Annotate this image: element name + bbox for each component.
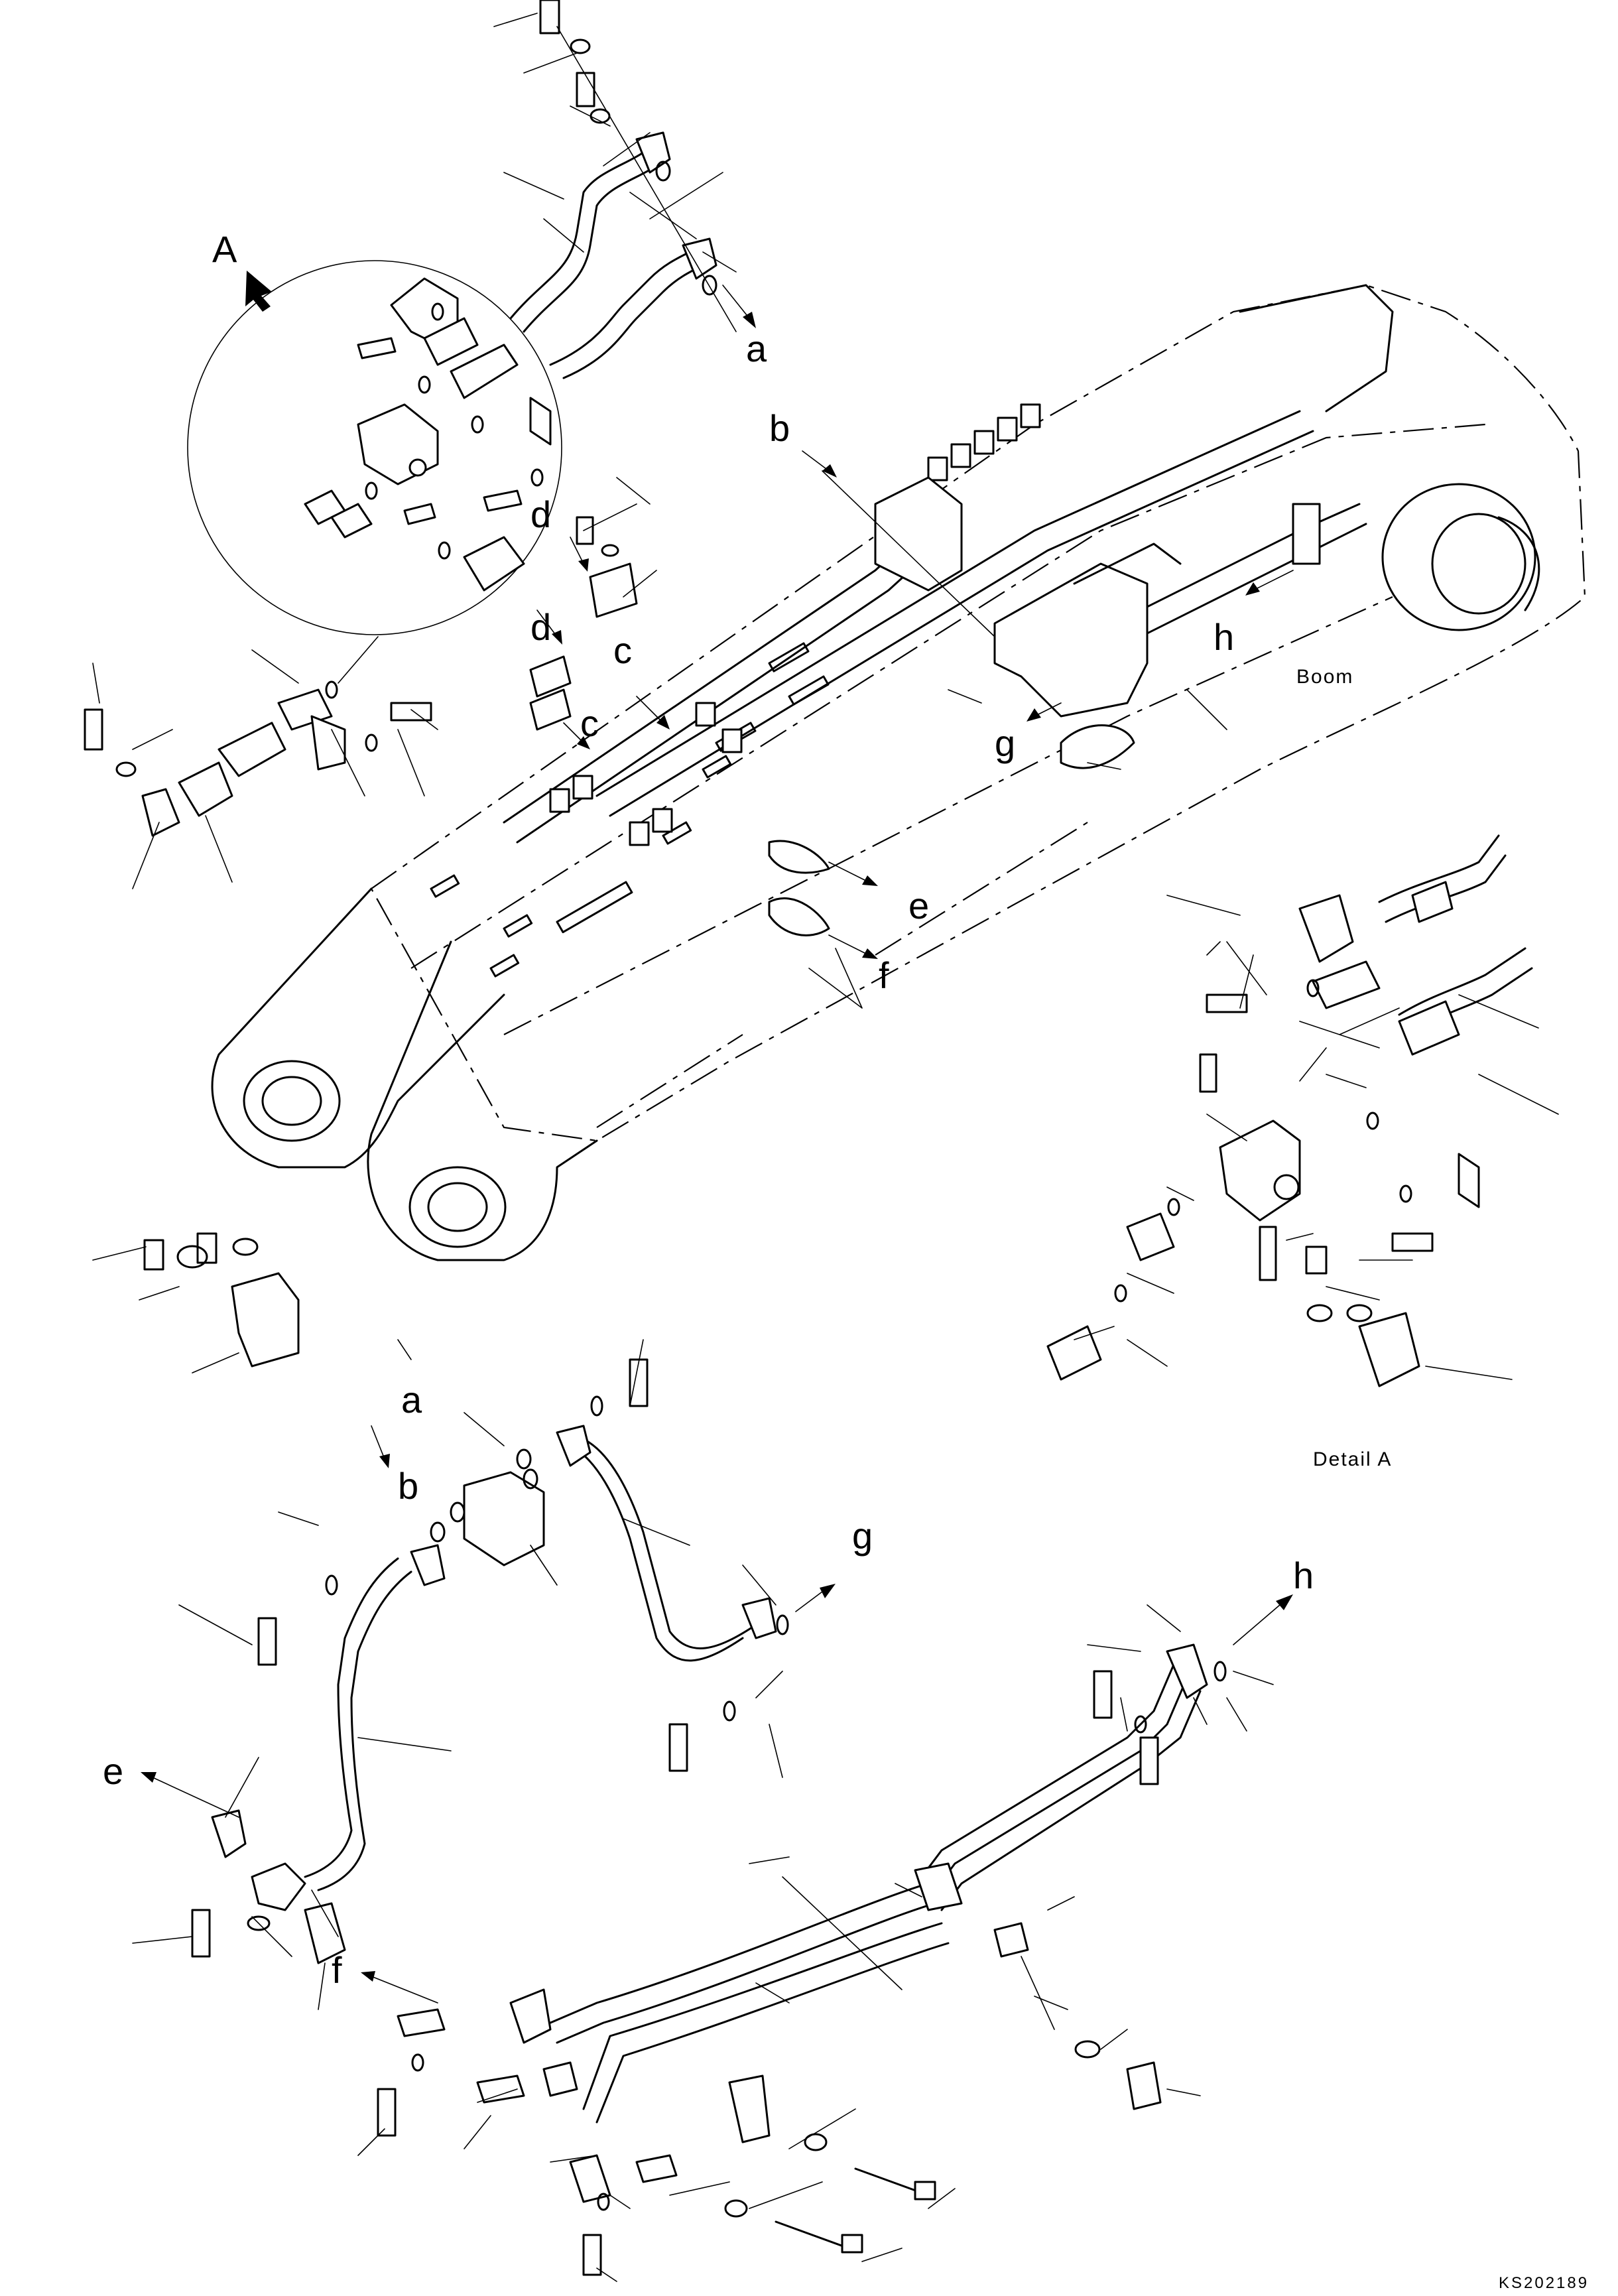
upper-pipes bbox=[509, 0, 995, 637]
section-letter-g: g bbox=[995, 722, 1015, 764]
section-letter-e: e bbox=[908, 885, 929, 926]
section-letter-g: g bbox=[852, 1515, 873, 1557]
leader-lines bbox=[92, 13, 1559, 2282]
drawing-code: KS202189 bbox=[1499, 2274, 1589, 2292]
clamp-parts bbox=[529, 516, 638, 731]
section-letter-d: d bbox=[530, 606, 551, 648]
section-letter-c: c bbox=[580, 702, 599, 744]
lower-assembly bbox=[143, 1232, 1227, 2276]
boom-hoses bbox=[503, 403, 1367, 936]
detail-a-caption: Detail A bbox=[1313, 1448, 1392, 1470]
detail-pointer-label: A bbox=[212, 228, 237, 270]
section-letter-f: f bbox=[332, 1949, 342, 1991]
section-letter-d: d bbox=[530, 493, 551, 535]
hose-clamps bbox=[549, 403, 1041, 846]
leader-arrow-icon bbox=[141, 285, 1294, 2004]
left-fittings bbox=[84, 680, 432, 837]
section-letter-e: e bbox=[103, 1750, 123, 1792]
section-letter-h: h bbox=[1293, 1555, 1314, 1596]
section-letter-b: b bbox=[769, 407, 790, 449]
detail-a-callout: A bbox=[187, 228, 562, 635]
boom-label: Boom bbox=[1296, 666, 1353, 688]
section-letter-h: h bbox=[1214, 616, 1234, 658]
section-letter-b: b bbox=[398, 1465, 418, 1507]
section-letter-c: c bbox=[613, 629, 632, 671]
section-letter-a: a bbox=[401, 1379, 422, 1421]
detail-arrow-icon bbox=[245, 271, 272, 312]
section-letter-a: a bbox=[746, 328, 767, 369]
section-letter-f: f bbox=[879, 954, 889, 996]
boom-outline bbox=[211, 284, 1586, 1261]
detail-a-parts bbox=[1046, 834, 1533, 1387]
